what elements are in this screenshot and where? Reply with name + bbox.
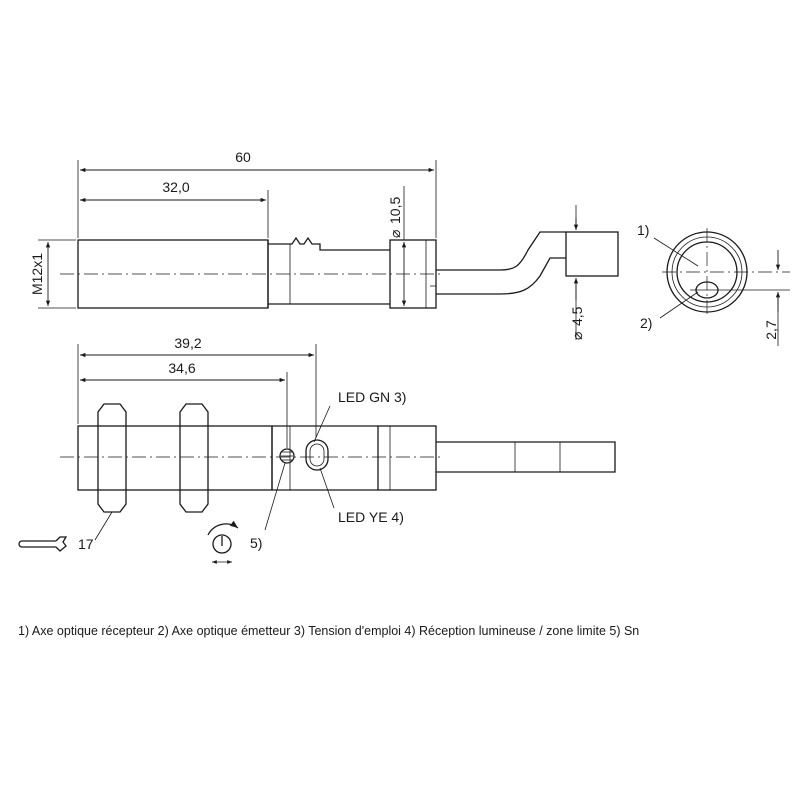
rotary-adjust-icon	[207, 520, 239, 564]
nut-left	[97, 403, 127, 513]
dim-led-position-label: 39,2	[174, 335, 201, 351]
led-window	[305, 439, 329, 471]
nut-right	[179, 403, 209, 513]
side-head	[377, 425, 437, 491]
dim-overall-length-label: 60	[235, 149, 251, 165]
callout-sensitivity-line	[264, 462, 286, 531]
dim-thread-size-label: M12x1	[29, 253, 45, 295]
callout-receiver: 1)	[637, 222, 649, 238]
callout-sensitivity: 5)	[250, 535, 262, 551]
top-view: 60 32,0 M12x1 ⌀ 10,5 ⌀ 4,5	[29, 149, 619, 340]
cable-end	[565, 231, 619, 277]
dim-thread-length-label: 32,0	[162, 179, 189, 195]
dim-wrench-size-label: 17	[78, 536, 94, 552]
dim-optical-offset-label: 2,7	[763, 320, 779, 340]
side-view: 39,2 34,6 LED GN 3) LED YE 4) 5) 17	[18, 335, 616, 564]
front-view: 1) 2) 2,7	[637, 222, 790, 346]
dim-head-diameter-label: 10,5	[387, 197, 403, 224]
diameter-symbol-head: ⌀	[387, 230, 403, 238]
sensitivity-pot[interactable]	[279, 448, 295, 464]
callout-emitter: 2)	[640, 315, 652, 331]
callout-led-green: LED GN 3)	[338, 389, 406, 405]
callout-led-yellow-line	[319, 467, 335, 509]
callout-led-yellow: LED YE 4)	[338, 509, 404, 525]
callout-emitter-line	[659, 291, 699, 319]
side-cable	[436, 441, 616, 473]
body-neck	[268, 236, 390, 305]
dim-pot-position-label: 34,6	[168, 360, 195, 376]
legend-footnote: 1) Axe optique récepteur 2) Axe optique …	[18, 624, 640, 638]
cable-top	[436, 231, 566, 271]
dim-cable-diameter-label: 4,5	[569, 306, 585, 326]
callout-led-green-line	[313, 405, 331, 443]
callout-receiver-line	[653, 237, 699, 267]
wrench-icon	[18, 536, 68, 552]
side-threaded-body	[77, 425, 273, 491]
diameter-symbol-cable: ⌀	[569, 332, 585, 340]
